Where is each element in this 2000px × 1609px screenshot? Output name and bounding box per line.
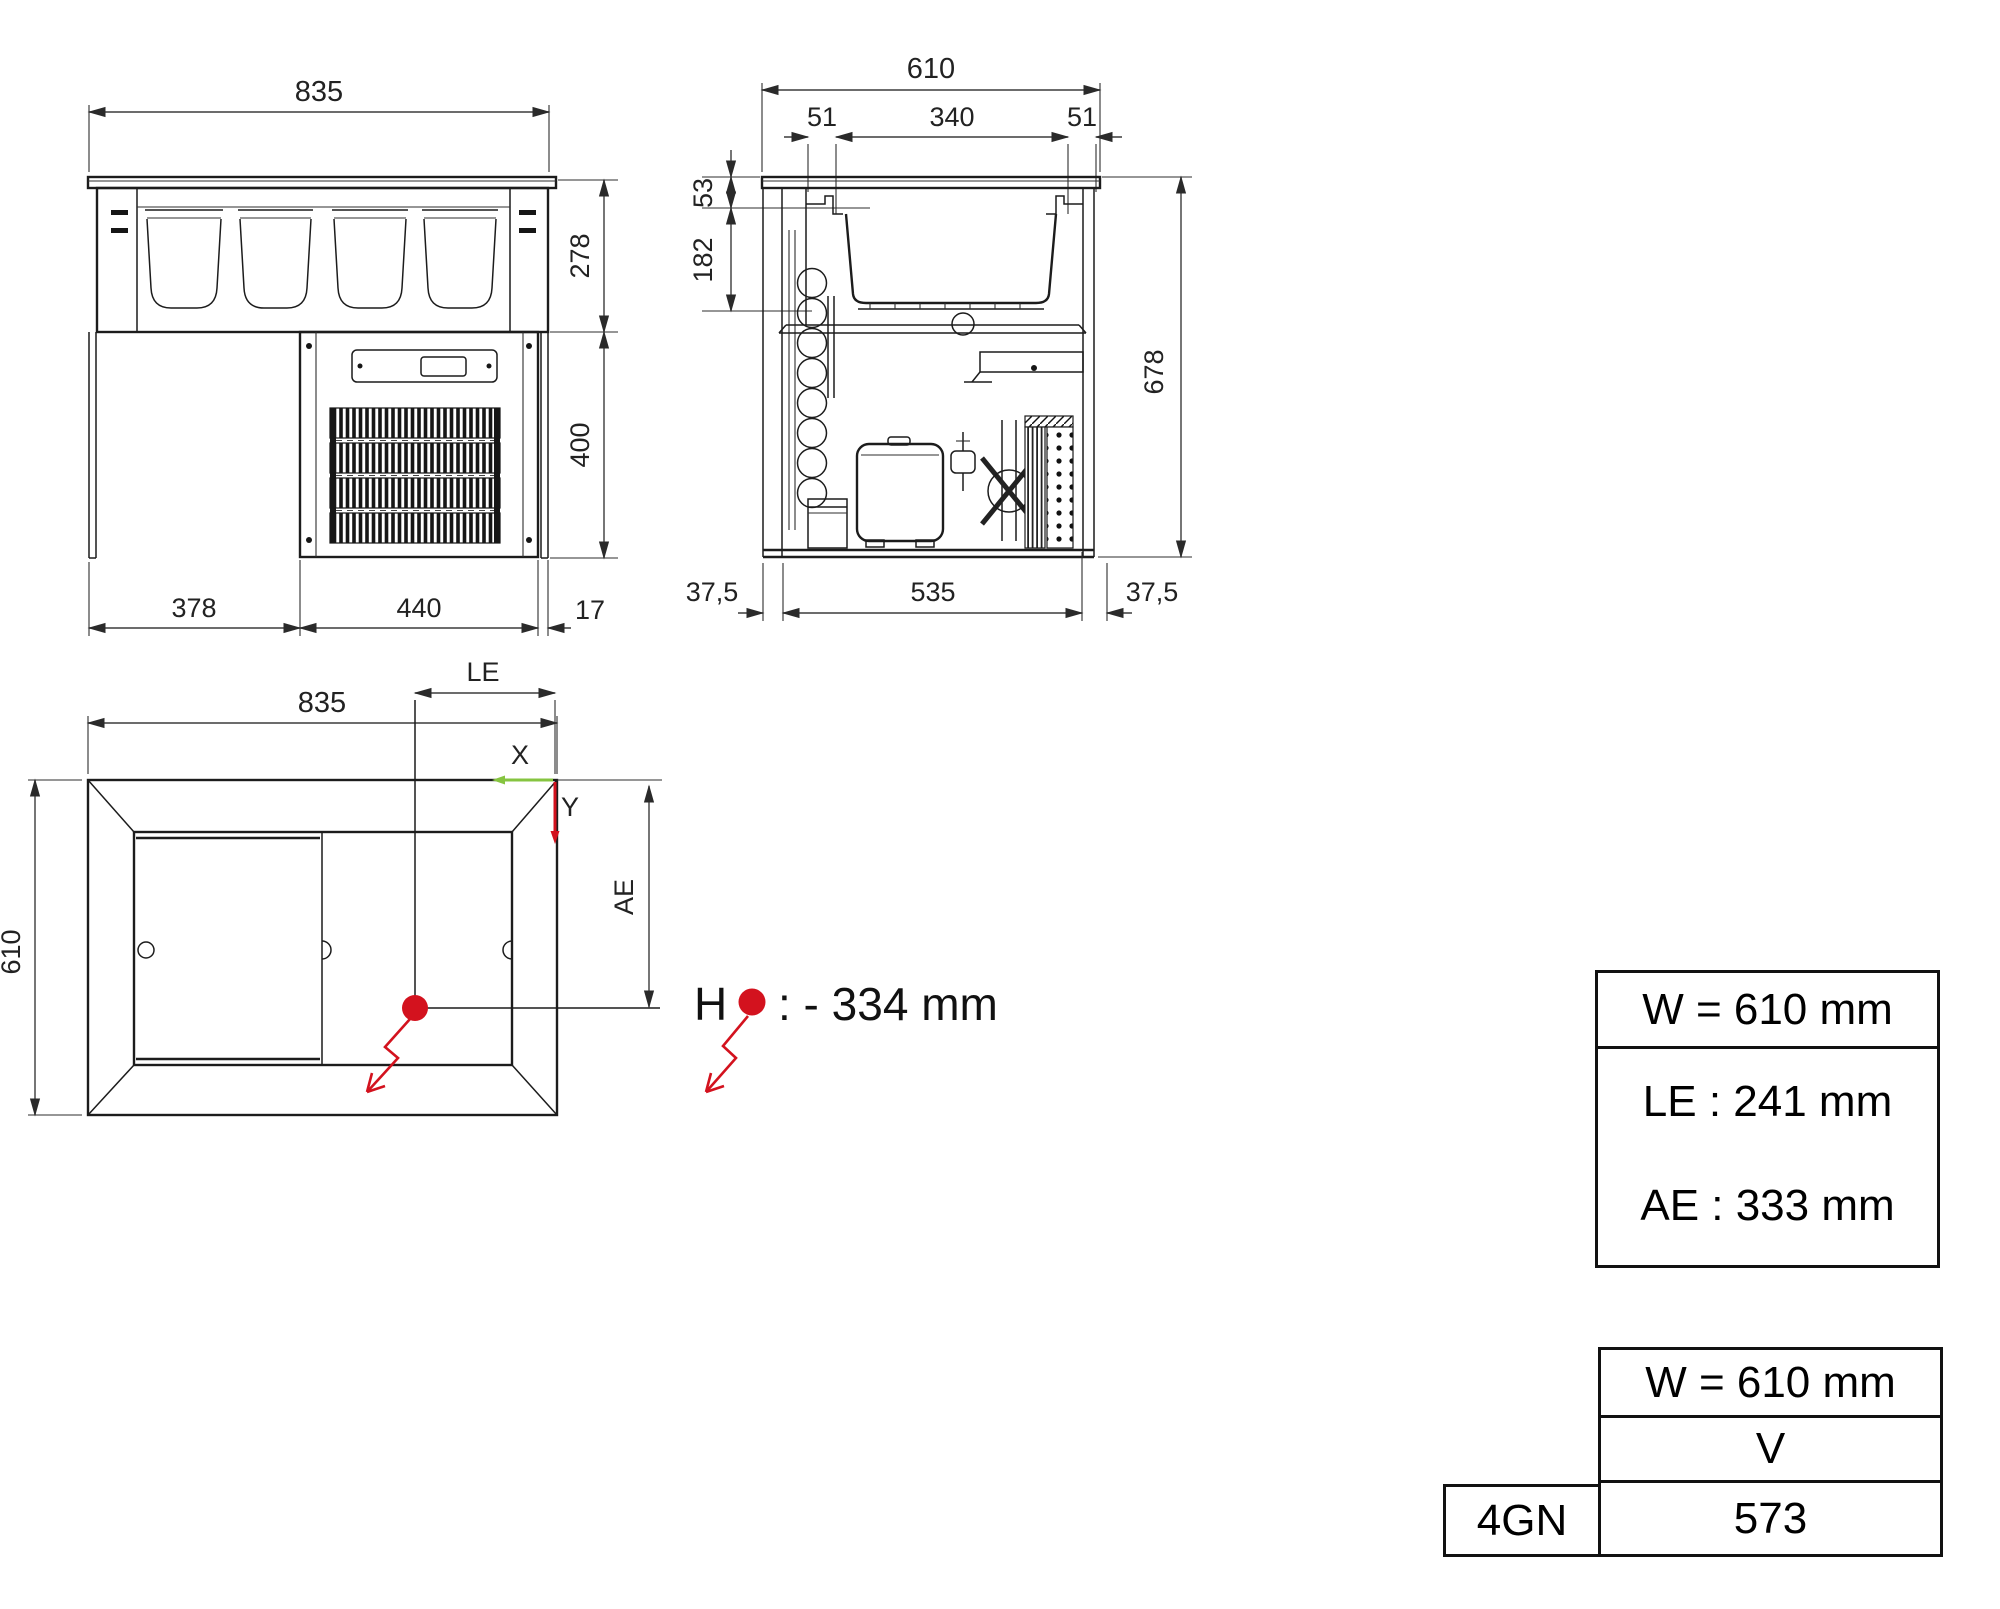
side-dim-pan-depth: 182 [688,237,718,282]
capacity-table: W = 610 mm V 573 [1598,1347,1943,1557]
filter-dryer [950,432,976,491]
h-annotation: H : - 334 mm [694,978,998,1094]
insertion-point-arrow-icon [365,1018,411,1094]
insertion-point-marker [402,995,428,1021]
mounting-table-row-le: LE : 241 mm [1642,1077,1893,1126]
h-annotation-value: : - 334 mm [778,978,998,1030]
front-dim-base-height: 400 [565,422,595,467]
side-dim-flange-left: 51 [807,102,837,132]
mounting-rail [964,351,1084,383]
handle-notch [502,940,513,960]
front-dim-bottom-left: 378 [171,593,216,623]
plan-outer-frame [86,778,559,1117]
side-dim-total-width: 610 [907,53,955,85]
x-axis-arrow-icon [492,775,505,785]
side-dim-rim-height: 53 [688,178,718,208]
h-annotation-prefix: H [694,978,727,1030]
gn-pan-section [806,195,1083,336]
capacity-table-volume-label: V [1601,1418,1940,1483]
plan-view: 835 LE 610 X [0,657,662,1117]
receiver-tank [807,498,848,549]
plan-dim-le-label: LE [466,657,499,687]
side-dim-opening: 340 [929,102,974,132]
pan-housing [95,186,550,334]
mounting-table-body: LE : 241 mm AE : 333 mm [1598,1049,1937,1265]
ventilation-grille [329,407,501,544]
plan-axis-x-label: X [511,740,529,770]
capacity-table-header: W = 610 mm [1601,1350,1940,1418]
display [420,356,467,377]
plan-well-opening [132,830,514,1067]
h-annotation-arrow-icon [704,1015,749,1094]
front-dim-bottom-right: 17 [575,595,605,625]
mounting-table-header: W = 610 mm [1598,973,1937,1049]
plan-dim-depth: 610 [0,929,26,974]
side-dim-flange-right: 51 [1067,102,1097,132]
plan-dim-width: 835 [298,687,346,719]
handle-notch [321,940,332,960]
mounting-dimensions-table: W = 610 mm LE : 241 mm AE : 333 mm [1595,970,1940,1268]
h-point-marker [738,988,766,1016]
gn-pan [332,209,408,309]
coil-tubes [796,267,835,509]
side-dim-height-total: 678 [1139,349,1169,394]
plan-dim-ae-label: AE [609,879,639,915]
finger-hole [137,941,155,959]
gn-pan [145,209,223,309]
capacity-table-row-label: 4GN [1443,1484,1598,1557]
side-dim-margin-right: 37,5 [1126,577,1179,607]
mounting-table-row-ae: AE : 333 mm [1640,1181,1895,1230]
condenser [1024,415,1074,549]
front-view: 835 [86,76,618,636]
countertop [86,175,558,190]
sliding-lid-left [136,832,323,1065]
compressor [855,436,945,548]
capacity-table-volume-value: 573 [1733,1493,1808,1543]
drain [951,312,975,336]
front-dim-total-width: 835 [295,76,343,108]
control-panel [351,349,498,383]
front-dim-well-height: 278 [565,233,595,278]
gn-pan [238,209,313,309]
side-dim-margin-left: 37,5 [686,577,739,607]
y-axis-arrow-icon [550,831,560,844]
countertop-side [760,175,1102,190]
side-dim-body-width: 535 [910,577,955,607]
sliding-lid-right [321,940,513,960]
machine-compartment-front [298,330,540,559]
plan-axis-y-label: Y [561,792,579,822]
side-view: 610 51 340 51 53 182 [686,53,1192,621]
gn-pan [422,209,498,309]
front-dim-bottom-center: 440 [396,593,441,623]
origin-axes: X Y [492,740,579,844]
